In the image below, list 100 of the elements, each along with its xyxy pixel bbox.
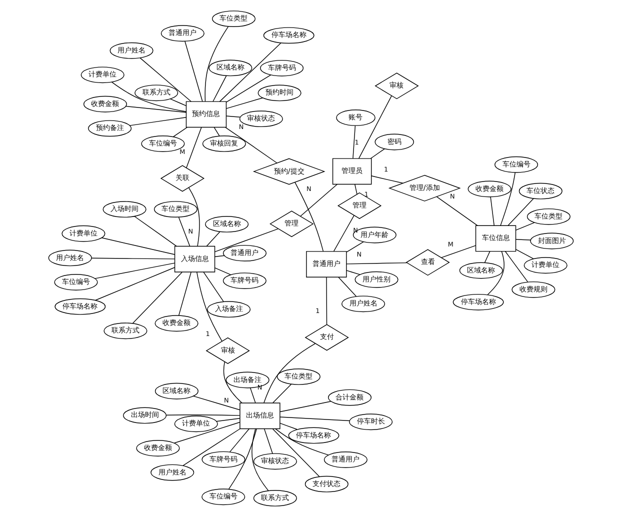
connector <box>279 422 297 430</box>
node-ellipse: 区域名称 <box>208 60 252 76</box>
node-ellipse: 计费单位 <box>80 66 124 84</box>
node-ellipse: 车位类型 <box>276 368 320 385</box>
connector <box>132 272 182 324</box>
connector <box>370 148 384 159</box>
connector <box>206 232 220 246</box>
connector <box>251 428 268 492</box>
node-ellipse: 密码 <box>374 134 414 150</box>
connector <box>228 428 256 490</box>
connector <box>139 58 191 102</box>
connector <box>212 75 226 102</box>
connector <box>326 276 327 325</box>
connector <box>204 26 228 102</box>
connector <box>346 262 407 264</box>
node-ellipse: 计费单位 <box>174 416 218 432</box>
node-box: 出场信息 <box>239 402 280 430</box>
connector <box>218 42 281 102</box>
node-ellipse: 计费单位 <box>523 257 567 274</box>
node-diamond: 查看 <box>405 249 450 276</box>
node-box: 入场信息 <box>174 246 215 272</box>
node-ellipse: 普通用户 <box>160 25 204 42</box>
node-ellipse: 用户姓名 <box>340 296 385 312</box>
connector <box>202 272 224 302</box>
node-ellipse: 停车场名称 <box>262 27 314 44</box>
node-ellipse: 区域名称 <box>204 216 248 232</box>
connector <box>272 384 292 404</box>
connector <box>346 241 364 252</box>
connector <box>514 222 534 231</box>
node-ellipse: 车位类型 <box>153 201 197 218</box>
node-ellipse: 联系方式 <box>103 322 147 340</box>
node-ellipse: 车位状态 <box>518 182 562 200</box>
node-ellipse: 车牌号码 <box>222 272 266 289</box>
connector <box>134 216 176 247</box>
node-ellipse: 用户性别 <box>354 271 398 288</box>
node-ellipse: 入场时间 <box>102 201 146 218</box>
node-diamond: 支付 <box>304 324 348 351</box>
connector <box>358 95 392 159</box>
connector <box>186 127 202 168</box>
connector <box>124 106 186 113</box>
node-diamond: 审核 <box>374 72 418 100</box>
connector <box>214 228 278 252</box>
node-ellipse: 封面图片 <box>530 232 574 250</box>
connector <box>440 245 476 258</box>
connector <box>332 215 354 252</box>
connector <box>94 267 174 301</box>
node-ellipse: 车牌号码 <box>260 60 304 76</box>
connector <box>352 125 356 159</box>
node-ellipse: 预约备注 <box>88 120 132 137</box>
connector <box>90 258 175 260</box>
node-box: 普通用户 <box>306 251 346 278</box>
connector <box>354 184 357 195</box>
connector <box>100 237 174 255</box>
connector <box>214 267 230 276</box>
connector <box>184 40 202 102</box>
connector <box>225 98 263 109</box>
node-ellipse: 车位编号 <box>494 156 538 173</box>
connector <box>272 428 320 477</box>
connector <box>484 250 490 263</box>
connector <box>94 262 174 279</box>
connector <box>274 428 328 456</box>
node-ellipse: 支付状态 <box>304 476 348 492</box>
node-diamond: 预约/提交 <box>252 158 325 185</box>
connector <box>196 272 222 342</box>
connector <box>213 127 220 136</box>
connector <box>128 117 186 126</box>
node-ellipse: 入场备注 <box>206 301 250 318</box>
node-ellipse: 出场时间 <box>122 407 166 424</box>
node-ellipse: 联系方式 <box>134 84 178 102</box>
connector <box>178 216 190 246</box>
node-ellipse: 收费金额 <box>467 180 511 198</box>
connector <box>346 270 360 275</box>
node-diamond: 关联 <box>160 165 204 192</box>
connector <box>300 184 338 216</box>
connector <box>178 272 191 316</box>
node-ellipse: 区域名称 <box>458 262 502 279</box>
connector <box>370 176 403 184</box>
connector <box>224 127 277 164</box>
node-ellipse: 停车时长 <box>348 414 392 430</box>
connector <box>515 249 534 260</box>
connector <box>263 428 272 454</box>
connector <box>165 414 240 416</box>
connector <box>214 255 224 258</box>
connector <box>486 251 504 296</box>
connector <box>515 239 531 240</box>
node-ellipse: 联系方式 <box>252 490 296 506</box>
connector <box>279 401 331 412</box>
node-box: 管理员 <box>332 158 372 185</box>
node-ellipse: 车牌号码 <box>201 451 245 468</box>
node-ellipse: 车位编号 <box>201 488 245 506</box>
connector <box>110 82 186 112</box>
node-ellipse: 审核回复 <box>202 136 246 152</box>
node-ellipse: 账号 <box>336 110 375 126</box>
node-ellipse: 停车场名称 <box>452 294 504 310</box>
connector <box>182 428 240 466</box>
connector <box>226 116 240 118</box>
connector <box>294 182 324 252</box>
connector <box>249 387 256 404</box>
node-ellipse: 停车场名称 <box>288 427 339 444</box>
node-ellipse: 审核状态 <box>252 453 296 470</box>
